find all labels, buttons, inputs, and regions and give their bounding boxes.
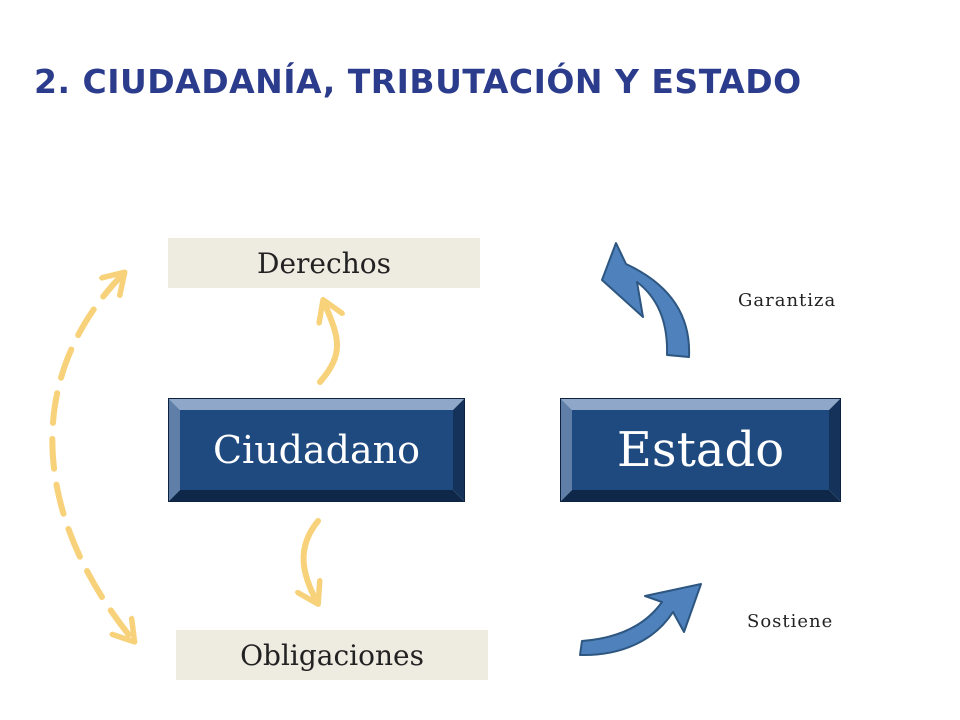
ciudadano-box: Ciudadano <box>168 398 465 502</box>
bevel-frame <box>560 398 841 502</box>
ciudadano-to-derechos-arrow <box>320 302 337 385</box>
estado-label: Estado <box>616 422 785 478</box>
ciudadano-to-obligaciones-arrow <box>304 518 318 602</box>
sostiene-arrow <box>579 583 702 657</box>
sostiene-label: Sostiene <box>747 611 834 632</box>
obligaciones-box: Obligaciones <box>176 630 488 680</box>
estado-box: Estado <box>560 398 841 502</box>
bevel-frame <box>168 398 465 502</box>
dashed-relation-arrow <box>49 274 133 640</box>
ciudadano-label: Ciudadano <box>212 428 420 472</box>
page-title: 2. CIUDADANÍA, TRIBUTACIÓN Y ESTADO <box>34 62 802 101</box>
garantiza-label: Garantiza <box>738 290 837 311</box>
derechos-box: Derechos <box>168 238 480 288</box>
garantiza-arrow <box>601 242 691 358</box>
